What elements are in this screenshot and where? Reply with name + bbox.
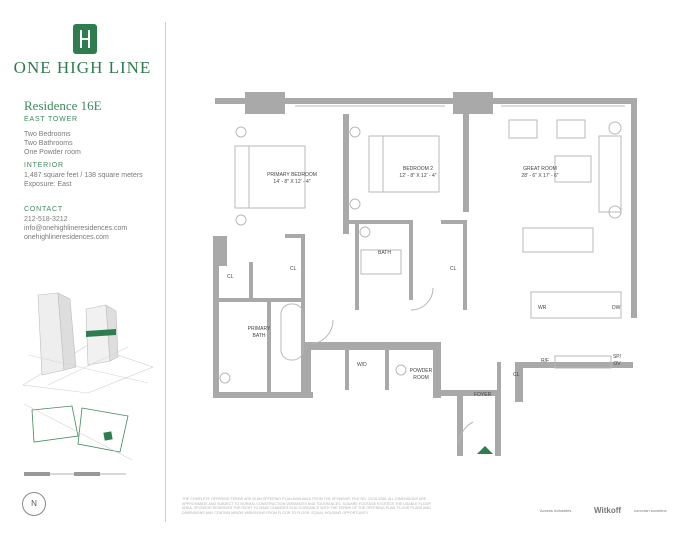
room-label-bedroom-2: BEDROOM 2 12' - 8" X 12' - 4": [390, 166, 446, 180]
room-name: ROOM: [413, 375, 429, 381]
appliance-label-refrigerator: R/F: [541, 358, 550, 364]
tower-label: EAST TOWER: [24, 116, 78, 123]
compass-icon: N: [22, 492, 46, 516]
room-name: BATH: [252, 333, 266, 339]
room-name: PRIMARY: [247, 326, 271, 332]
partner-witkoff: Witkoff: [594, 506, 622, 515]
appliance-label-dishwasher: DW: [612, 305, 621, 311]
room-summary-item: Two Bathrooms: [24, 140, 73, 147]
partner-corcoran: corcoran sunshine: [634, 508, 667, 513]
room-label-powder-room: POWDER ROOM: [406, 368, 436, 382]
room-name: GREAT ROOM: [523, 166, 557, 172]
appliance-label-wine-refrigerator: WR: [538, 305, 547, 311]
room-label-bath: BATH: [378, 250, 391, 256]
interior-exposure: Exposure: East: [24, 181, 72, 188]
floor-plan: [213, 92, 637, 456]
contact-details: 212-518-3212 info@onehighlineresidences.…: [24, 215, 127, 242]
room-label-closet: CL: [450, 266, 457, 272]
appliance-name: OV: [613, 361, 621, 367]
brand-name: ONE HIGH LINE: [13, 58, 152, 77]
room-dims: 14' - 8" X 12' - 4": [273, 179, 311, 185]
room-label-closet: CL: [290, 266, 297, 272]
room-label-closet: CL: [513, 372, 520, 378]
residence-title: Residence 16E: [24, 98, 102, 113]
contact-heading: CONTACT: [24, 206, 63, 213]
contact-email[interactable]: info@onehighlineresidences.com: [24, 225, 128, 232]
panel-divider: [165, 22, 166, 522]
room-label-closet: CL: [227, 274, 234, 280]
room-label-great-room: GREAT ROOM 28' - 6" X 17' - 6": [510, 166, 570, 180]
room-dims: 28' - 6" X 17' - 6": [521, 173, 559, 179]
appliance-label-stove-oven: SP/ OV: [610, 354, 624, 368]
room-summary-item: One Powder room: [24, 149, 81, 156]
room-name: PRIMARY BEDROOM: [267, 172, 317, 178]
room-summary: Two Bedrooms Two Bathrooms One Powder ro…: [24, 130, 81, 157]
contact-phone[interactable]: 212-518-3212: [24, 216, 68, 223]
legal-disclaimer: THE COMPLETE OFFERING TERMS ARE IN AN OF…: [182, 497, 431, 515]
room-name: POWDER: [409, 368, 433, 374]
room-dims: 12' - 8" X 12' - 4": [399, 173, 437, 179]
room-label-washer-dryer: W/D: [357, 362, 367, 368]
room-summary-item: Two Bedrooms: [24, 131, 71, 138]
scale-bar: [24, 472, 126, 476]
compass-label: N: [31, 499, 37, 508]
interior-area: 1,487 square feet / 138 square meters: [24, 172, 143, 179]
interior-details: 1,487 square feet / 138 square meters Ex…: [24, 171, 143, 189]
interior-heading: INTERIOR: [24, 162, 64, 169]
brand-logo-icon: [73, 24, 97, 54]
partner-access-industries: Access Industries: [540, 508, 572, 513]
room-label-primary-bedroom: PRIMARY BEDROOM 14' - 8" X 12' - 4": [260, 172, 324, 186]
room-label-foyer: FOYER: [474, 392, 492, 398]
site-map: [23, 403, 133, 461]
building-illustration: [22, 292, 154, 394]
room-label-primary-bath: PRIMARY BATH: [246, 326, 272, 340]
contact-website[interactable]: onehighlineresidences.com: [24, 234, 109, 241]
appliance-name: SP/: [612, 354, 622, 360]
room-name: BEDROOM 2: [402, 166, 433, 172]
